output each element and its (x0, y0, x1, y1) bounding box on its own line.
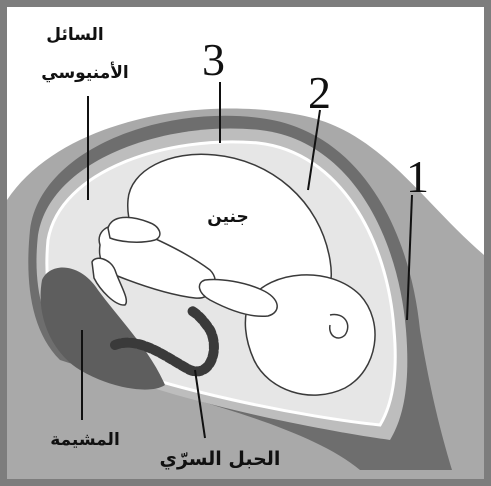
label-2: 2 (308, 67, 331, 118)
label-1: 1 (406, 151, 429, 202)
fetus-ear (329, 313, 349, 339)
label-fetus: جنين (207, 207, 248, 227)
leader-cord (194, 369, 206, 439)
fetus (91, 153, 376, 396)
umbilical-cord (110, 305, 219, 377)
label-placenta: المشيمة (50, 430, 120, 450)
label-3: 3 (202, 34, 225, 85)
leader-lines (81, 82, 413, 439)
leader-2 (307, 109, 321, 191)
label-amniotic-fluid-line2: الأمنيوسي (41, 62, 128, 83)
leader-1 (406, 194, 413, 321)
fetus-arm (198, 278, 278, 317)
label-umbilical-cord: الحبل السرّي (160, 448, 281, 471)
fetus-foot (107, 216, 161, 243)
fetus-lower-foot (91, 257, 127, 306)
label-amniotic-fluid-line1: السائل (46, 25, 103, 45)
placenta (40, 267, 165, 390)
